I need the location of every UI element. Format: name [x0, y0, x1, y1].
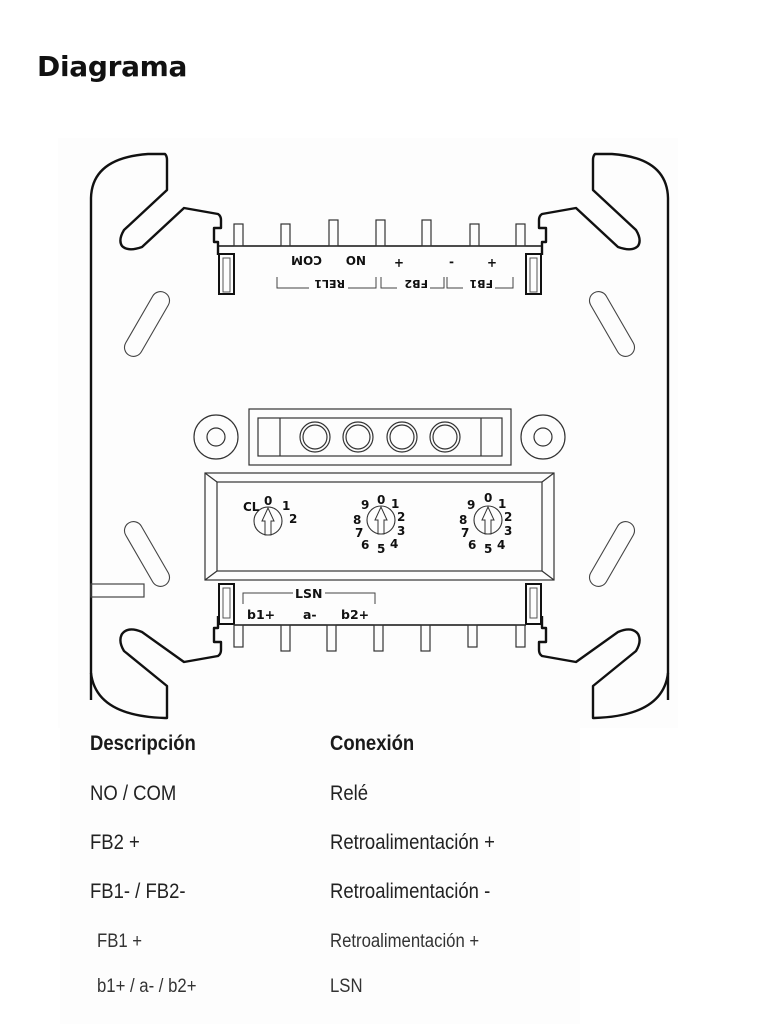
svg-text:3: 3	[397, 524, 405, 538]
svg-text:1: 1	[498, 497, 506, 511]
svg-text:4: 4	[497, 538, 505, 552]
label-a-minus: a-	[303, 607, 317, 622]
header-connection: Conexión	[330, 732, 415, 755]
row-5-description: b1+ / a- / b2+	[97, 976, 197, 997]
svg-text:9: 9	[361, 498, 369, 512]
svg-text:2: 2	[397, 510, 405, 524]
row-3-description: FB1- / FB2-	[90, 880, 186, 903]
svg-text:8: 8	[459, 513, 467, 527]
svg-text:6: 6	[361, 538, 369, 552]
svg-text:6: 6	[468, 538, 476, 552]
row-5-connection: LSN	[330, 976, 363, 997]
svg-text:8: 8	[353, 513, 361, 527]
svg-text:4: 4	[390, 537, 398, 551]
row-2-description: FB2 +	[90, 831, 140, 854]
rotary-switch-1: CL 0 1 2	[243, 494, 297, 536]
rotary-switch-2: 0 1 2 3 4 5 6 7 8 9	[353, 493, 405, 556]
top-terminal-block: COM NO + - + REL1 FB2 FB1	[218, 219, 542, 295]
svg-text:2: 2	[504, 510, 512, 524]
svg-text:0: 0	[484, 491, 492, 505]
svg-text:0: 0	[264, 494, 272, 508]
row-1-connection: Relé	[330, 782, 369, 805]
svg-text:3: 3	[504, 524, 512, 538]
connection-table: Descripción Conexión NO / COM Relé FB2 +…	[60, 725, 580, 1024]
switch-1-label-cl: CL	[243, 500, 260, 514]
row-3-connection: Retroalimentación -	[330, 880, 491, 903]
row-4-description: FB1 +	[97, 931, 143, 952]
side-tab	[90, 583, 145, 598]
label-lsn: LSN	[295, 586, 322, 601]
switch-panel	[204, 472, 555, 581]
row-2-connection: Retroalimentación +	[330, 831, 495, 854]
svg-text:5: 5	[377, 542, 385, 556]
wiring-diagram: COM NO + - + REL1 FB2 FB1	[58, 138, 678, 728]
housing-outline	[89, 152, 670, 720]
row-1-description: NO / COM	[90, 782, 177, 805]
svg-text:5: 5	[484, 542, 492, 556]
svg-text:7: 7	[355, 526, 363, 540]
bottom-terminal-block: LSN b1+ a- b2+	[218, 583, 542, 652]
rotary-switch-3: 0 1 2 3 4 5 6 7 8 9	[459, 491, 512, 556]
label-fb1-plus: +	[487, 256, 497, 270]
label-no: NO	[346, 253, 366, 267]
label-rel1: REL1	[314, 277, 345, 290]
mounting-slots	[123, 291, 636, 587]
label-com: COM	[291, 253, 322, 267]
label-fb2: FB2	[404, 277, 428, 290]
led-strip	[193, 408, 566, 466]
svg-text:2: 2	[289, 512, 297, 526]
svg-text:1: 1	[282, 499, 290, 513]
header-description: Descripción	[90, 732, 196, 755]
label-fb-minus: -	[449, 256, 454, 270]
svg-text:7: 7	[461, 526, 469, 540]
svg-text:1: 1	[391, 497, 399, 511]
row-4-connection: Retroalimentación +	[330, 931, 480, 952]
page-title: Diagrama	[37, 50, 188, 83]
label-fb2-plus: +	[394, 256, 404, 270]
svg-text:0: 0	[377, 493, 385, 507]
label-b2-plus: b2+	[341, 607, 369, 622]
label-fb1: FB1	[469, 277, 493, 290]
led-indicators	[299, 421, 461, 453]
label-b1-plus: b1+	[247, 607, 275, 622]
svg-text:9: 9	[467, 498, 475, 512]
